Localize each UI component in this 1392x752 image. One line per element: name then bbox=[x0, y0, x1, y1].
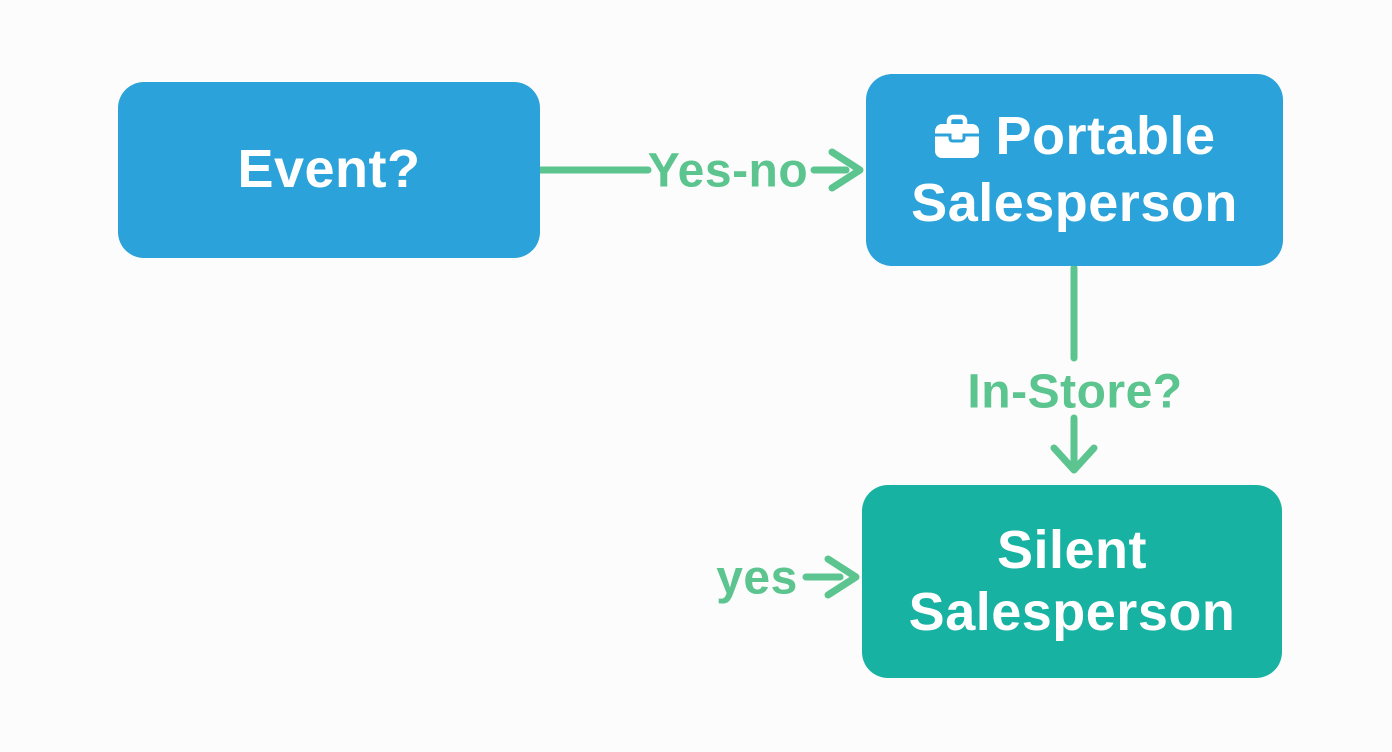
edge-yes-arrowhead bbox=[824, 555, 860, 599]
node-portable-salesperson-label: Portable Salesperson bbox=[911, 105, 1238, 233]
node-event-label: Event? bbox=[237, 139, 421, 200]
node-portable-salesperson[interactable]: Portable Salesperson bbox=[866, 74, 1283, 266]
node-event[interactable]: Event? bbox=[118, 82, 540, 258]
node-silent-salesperson-label: Silent Salesperson bbox=[908, 520, 1236, 642]
edge-event-portable-arrowhead bbox=[828, 148, 864, 192]
edge-label-yes: yes bbox=[716, 551, 798, 605]
briefcase-icon bbox=[933, 112, 981, 173]
edge-portable-silent-arrowhead bbox=[1050, 444, 1098, 474]
edge-label-in-store: In-Store? bbox=[967, 365, 1183, 419]
edge-label-yes-no: Yes-no bbox=[647, 144, 809, 198]
node-silent-salesperson[interactable]: Silent Salesperson bbox=[862, 485, 1282, 678]
